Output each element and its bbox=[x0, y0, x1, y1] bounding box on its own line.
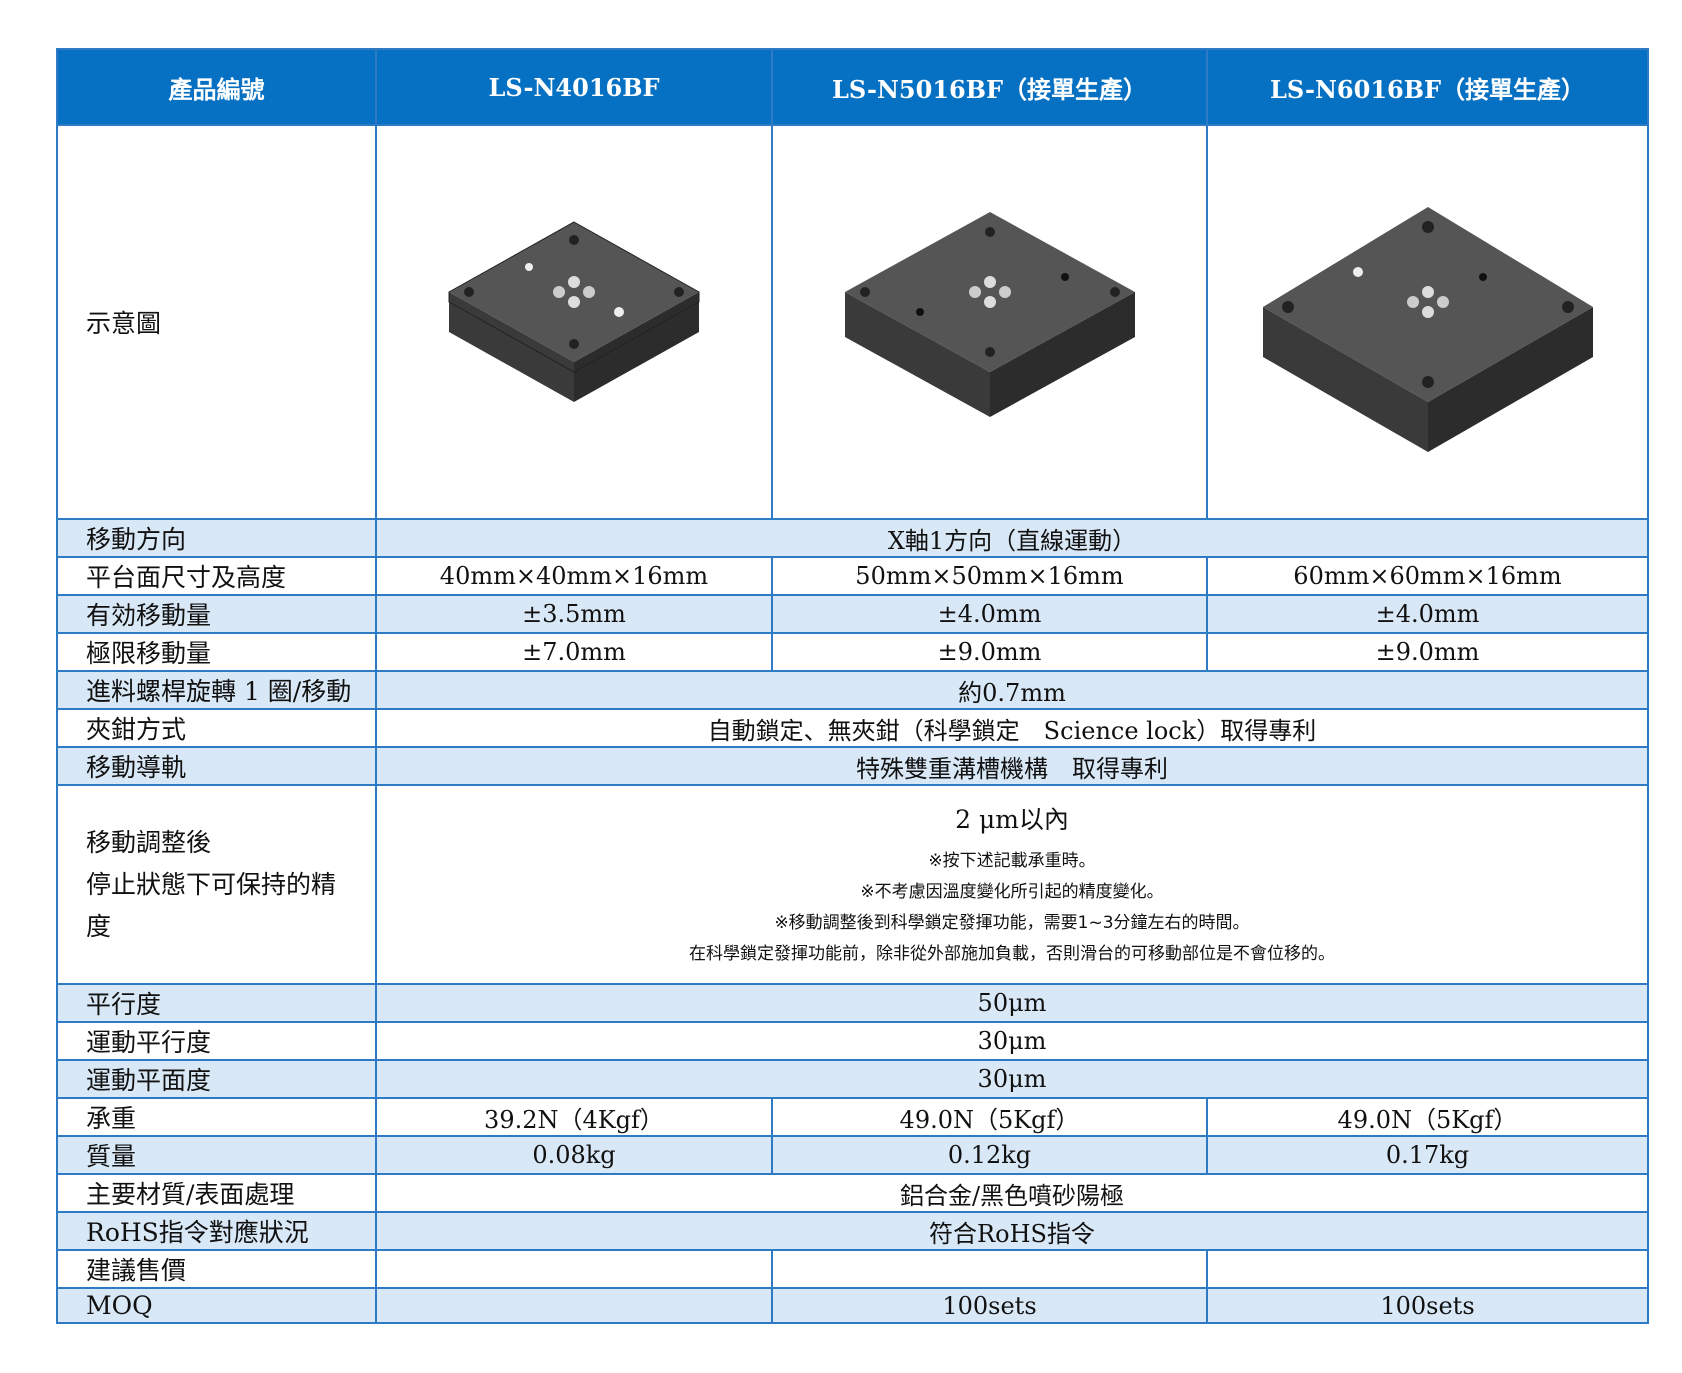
row-precision: 移動調整後 停止狀態下可保持的精 度 2 μm以內 ※按下述記載承重時。 ※不考… bbox=[56, 784, 1649, 985]
precision-note: ※按下述記載承重時。 bbox=[928, 850, 1096, 871]
row-label: 進料螺桿旋轉 1 圈/移動 bbox=[56, 670, 377, 710]
row-platform-size: 平台面尺寸及高度 40mm×40mm×16mm 50mm×50mm×16mm 6… bbox=[56, 556, 1649, 596]
product-image-3 bbox=[1206, 124, 1649, 520]
header-model-3: LS-N6016BF（接單生產） bbox=[1206, 48, 1649, 126]
precision-label-line: 度 bbox=[86, 911, 112, 941]
row-label: 主要材質/表面處理 bbox=[56, 1173, 377, 1213]
row-value: ±4.0mm bbox=[1206, 594, 1649, 634]
row-value: 0.08kg bbox=[375, 1135, 773, 1175]
row-label: 移動導軌 bbox=[56, 746, 377, 786]
stage-50-image bbox=[844, 212, 1135, 417]
precision-value: 2 μm以內 bbox=[955, 804, 1069, 834]
row-value bbox=[375, 1249, 773, 1289]
product-image-2 bbox=[771, 124, 1208, 520]
row-feed-screw: 進料螺桿旋轉 1 圈/移動 約0.7mm bbox=[56, 670, 1649, 710]
spec-table: 產品編號 LS-N4016BF LS-N5016BF（接單生產） LS-N601… bbox=[56, 48, 1649, 1324]
row-value: 40mm×40mm×16mm bbox=[375, 556, 773, 596]
row-direction: 移動方向 X軸1方向（直線運動） bbox=[56, 518, 1649, 558]
stage-60-image bbox=[1262, 207, 1593, 452]
row-label: 移動方向 bbox=[56, 518, 377, 558]
row-value: X軸1方向（直線運動） bbox=[375, 518, 1649, 558]
row-guide: 移動導軌 特殊雙重溝槽機構 取得專利 bbox=[56, 746, 1649, 786]
row-clamp: 夾鉗方式 自動鎖定、無夾鉗（科學鎖定 Science lock）取得專利 bbox=[56, 708, 1649, 748]
row-label: 夾鉗方式 bbox=[56, 708, 377, 748]
row-value: 自動鎖定、無夾鉗（科學鎖定 Science lock）取得專利 bbox=[375, 708, 1649, 748]
row-label: 運動平行度 bbox=[56, 1021, 377, 1061]
row-value: 約0.7mm bbox=[375, 670, 1649, 710]
row-value: 60mm×60mm×16mm bbox=[1206, 556, 1649, 596]
header-model-2: LS-N5016BF（接單生產） bbox=[771, 48, 1208, 126]
precision-label-line: 停止狀態下可保持的精 bbox=[86, 869, 337, 899]
row-value: 50μm bbox=[375, 983, 1649, 1023]
row-value: 符合RoHS指令 bbox=[375, 1211, 1649, 1251]
row-moq: MOQ 100sets 100sets bbox=[56, 1287, 1649, 1324]
row-value: ±9.0mm bbox=[1206, 632, 1649, 672]
header-model-1: LS-N4016BF bbox=[375, 48, 773, 126]
product-image-1 bbox=[375, 124, 773, 520]
header-row: 產品編號 LS-N4016BF LS-N5016BF（接單生產） LS-N601… bbox=[56, 48, 1649, 126]
row-value: ±4.0mm bbox=[771, 594, 1208, 634]
row-value: ±9.0mm bbox=[771, 632, 1208, 672]
row-value: 39.2N（4Kgf） bbox=[375, 1097, 773, 1137]
row-value bbox=[1206, 1249, 1649, 1289]
row-label: 建議售價 bbox=[56, 1249, 377, 1289]
precision-note: ※不考慮因溫度變化所引起的精度變化。 bbox=[860, 881, 1164, 902]
row-load: 承重 39.2N（4Kgf） 49.0N（5Kgf） 49.0N（5Kgf） bbox=[56, 1097, 1649, 1137]
row-label: MOQ bbox=[56, 1287, 377, 1324]
row-label: 運動平面度 bbox=[56, 1059, 377, 1099]
image-row: 示意圖 bbox=[56, 124, 1649, 520]
row-value: 100sets bbox=[1206, 1287, 1649, 1324]
row-value bbox=[771, 1249, 1208, 1289]
row-rohs: RoHS指令對應狀況 符合RoHS指令 bbox=[56, 1211, 1649, 1251]
row-limit-travel: 極限移動量 ±7.0mm ±9.0mm ±9.0mm bbox=[56, 632, 1649, 672]
precision-label-line: 移動調整後 bbox=[86, 827, 212, 857]
row-label: 移動調整後 停止狀態下可保持的精 度 bbox=[56, 784, 377, 985]
row-motion-parallelism: 運動平行度 30μm bbox=[56, 1021, 1649, 1061]
row-price: 建議售價 bbox=[56, 1249, 1649, 1289]
row-material: 主要材質/表面處理 鋁合金/黑色噴砂陽極 bbox=[56, 1173, 1649, 1213]
row-value: 特殊雙重溝槽機構 取得專利 bbox=[375, 746, 1649, 786]
row-value bbox=[375, 1287, 773, 1324]
row-label: 質量 bbox=[56, 1135, 377, 1175]
row-value: 鋁合金/黑色噴砂陽極 bbox=[375, 1173, 1649, 1213]
row-value: ±7.0mm bbox=[375, 632, 773, 672]
row-label: 平台面尺寸及高度 bbox=[56, 556, 377, 596]
row-value: 30μm bbox=[375, 1059, 1649, 1099]
row-effective-travel: 有効移動量 ±3.5mm ±4.0mm ±4.0mm bbox=[56, 594, 1649, 634]
row-parallelism: 平行度 50μm bbox=[56, 983, 1649, 1023]
row-label: RoHS指令對應狀況 bbox=[56, 1211, 377, 1251]
precision-note: ※移動調整後到科學鎖定發揮功能，需要1~3分鐘左右的時間。 bbox=[774, 912, 1250, 933]
precision-note: 在科學鎖定發揮功能前，除非從外部施加負載，否則滑台的可移動部位是不會位移的。 bbox=[689, 943, 1335, 964]
row-value: 2 μm以內 ※按下述記載承重時。 ※不考慮因溫度變化所引起的精度變化。 ※移動… bbox=[375, 784, 1649, 985]
row-label: 承重 bbox=[56, 1097, 377, 1137]
row-value: 50mm×50mm×16mm bbox=[771, 556, 1208, 596]
stage-40-image bbox=[448, 221, 700, 402]
row-value: 30μm bbox=[375, 1021, 1649, 1061]
header-label: 產品編號 bbox=[56, 48, 377, 126]
row-value: ±3.5mm bbox=[375, 594, 773, 634]
row-value: 100sets bbox=[771, 1287, 1208, 1324]
row-value: 0.12kg bbox=[771, 1135, 1208, 1175]
row-label: 平行度 bbox=[56, 983, 377, 1023]
row-value: 49.0N（5Kgf） bbox=[1206, 1097, 1649, 1137]
row-value: 0.17kg bbox=[1206, 1135, 1649, 1175]
image-row-label: 示意圖 bbox=[56, 124, 377, 520]
row-value: 49.0N（5Kgf） bbox=[771, 1097, 1208, 1137]
row-mass: 質量 0.08kg 0.12kg 0.17kg bbox=[56, 1135, 1649, 1175]
row-motion-flatness: 運動平面度 30μm bbox=[56, 1059, 1649, 1099]
row-label: 有効移動量 bbox=[56, 594, 377, 634]
row-label: 極限移動量 bbox=[56, 632, 377, 672]
